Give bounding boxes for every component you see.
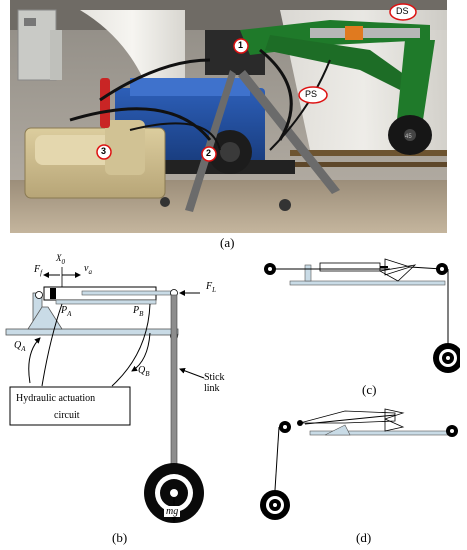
lab-photo: 45 [10,0,447,233]
callout-ps [298,86,328,104]
callout-2-text: 2 [206,148,212,158]
callout-3 [96,144,112,160]
mg-label: mg [164,506,181,517]
qa-label: QA [14,340,26,353]
schematic-c [250,253,463,383]
x0-label: X0 [56,253,65,266]
callout-ds-text: DS [396,6,409,16]
svg-text:45: 45 [405,134,412,140]
pb-label: PB [133,305,144,318]
circuit-line-1: Hydraulic actuation [16,393,96,404]
va-label: va [84,263,92,276]
schematic-d-drawing [260,408,458,520]
schematic-b-drawing [5,267,205,523]
fl-label: FL [206,281,217,294]
schematic-d [255,405,460,530]
schematic-b: X0 Ff va FL PA PB QA QB Stick link Hydra… [0,253,240,523]
photo-panel: 45 1 2 3 PS DS [10,0,447,233]
pa-label: PA [61,305,72,318]
callout-2 [201,146,217,162]
callout-ps-text: PS [305,89,318,99]
callout-3-text: 3 [101,146,107,156]
callout-1 [233,38,249,54]
qb-label: QB [138,365,150,378]
callout-1-text: 1 [238,40,244,50]
ff-label: Ff [34,264,43,277]
callout-ds [389,3,417,21]
caption-d: (d) [356,530,372,545]
circuit-line-2: circuit [54,410,80,421]
caption-b: (b) [112,530,128,545]
caption-c: (c) [362,382,377,397]
schematic-c-drawing [264,258,463,373]
caption-a: (a) [220,235,235,250]
stick-link-label: Stick link [204,372,225,394]
